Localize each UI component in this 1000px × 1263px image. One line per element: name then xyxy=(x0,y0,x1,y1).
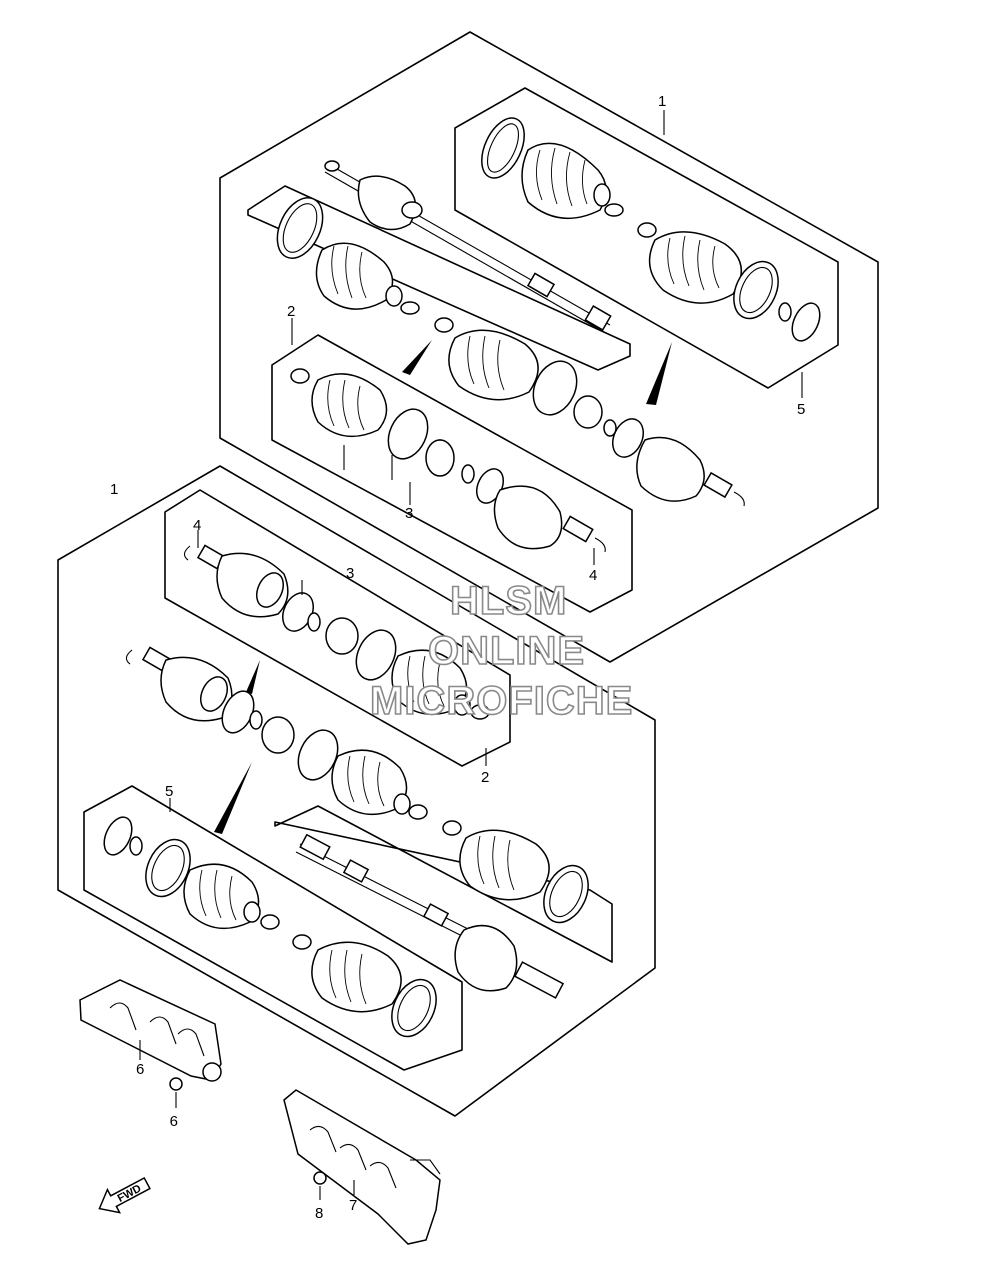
callout-5-upper: 5 xyxy=(797,401,805,418)
fwd-indicator: FWD xyxy=(98,1176,151,1214)
bolts xyxy=(169,1077,327,1185)
callout-2-upper: 2 xyxy=(287,303,295,320)
lower-parts xyxy=(103,340,672,1038)
watermark: HLSM ONLINE MICROFICHE xyxy=(369,578,633,724)
callout-5-lower: 5 xyxy=(165,783,173,800)
watermark-line-2: ONLINE xyxy=(428,629,585,673)
callout-8: 8 xyxy=(315,1205,323,1222)
watermark-line-1: HLSM xyxy=(450,579,567,623)
callout-3-upper: 3 xyxy=(405,505,413,522)
upper-parts xyxy=(276,117,821,553)
callout-1-lower: 1 xyxy=(110,481,118,498)
arrow-left-icon xyxy=(98,1176,151,1214)
callout-9: 9 xyxy=(170,1112,178,1129)
watermark-line-3: MICROFICHE xyxy=(370,679,633,723)
callout-1-upper: 1 xyxy=(658,93,666,110)
fwd-label: FWD xyxy=(116,1183,144,1205)
lower-assembly-frame xyxy=(57,465,656,1117)
callout-labels: 1 5 2 3 4 1 4 3 2 5 6 9 7 8 xyxy=(110,93,805,1222)
callout-6: 6 xyxy=(136,1061,144,1078)
heat-shield-7 xyxy=(283,1089,441,1245)
callout-2-lower: 2 xyxy=(481,769,489,786)
callout-3-lower: 3 xyxy=(346,565,354,582)
callout-7: 7 xyxy=(349,1197,357,1214)
callout-4-upper-right: 4 xyxy=(589,567,597,584)
callout-4-upper-left: 4 xyxy=(193,517,201,534)
leader-lines xyxy=(139,110,803,1200)
heat-shield-6 xyxy=(79,979,222,1082)
upper-assembly-frame xyxy=(219,31,879,663)
